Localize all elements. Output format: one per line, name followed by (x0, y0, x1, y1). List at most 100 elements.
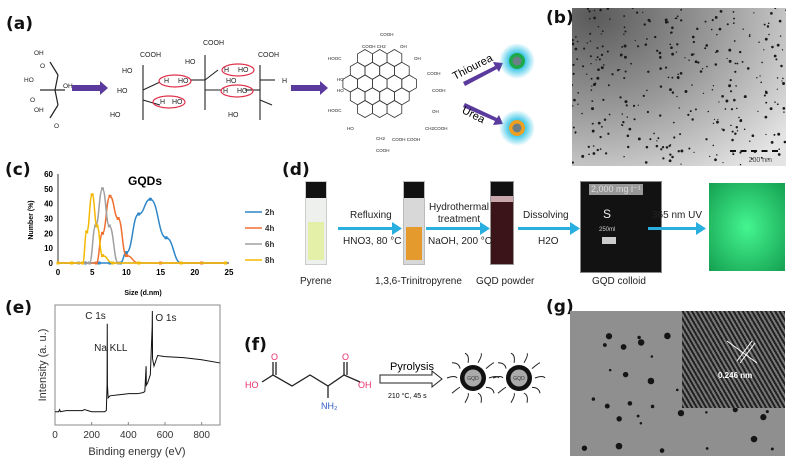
nanoparticle (664, 66, 668, 69)
svg-text:HO: HO (337, 88, 344, 93)
nanoparticle (587, 145, 590, 148)
nanoparticle (637, 104, 639, 106)
nanoparticle (649, 138, 652, 141)
nanoparticle (767, 22, 770, 25)
data-point (70, 261, 74, 265)
nanoparticle (581, 112, 583, 115)
y-tick-label: 30 (44, 215, 53, 224)
caption-pyrene: Pyrene (300, 276, 332, 287)
nanoparticle (783, 140, 786, 144)
nanoparticle (596, 56, 599, 59)
svg-text:OH: OH (63, 83, 73, 90)
nanoparticle (773, 54, 777, 58)
nanoparticle (591, 107, 594, 111)
nanoparticle (623, 44, 627, 48)
nanoparticle (691, 84, 693, 86)
svg-text:O: O (54, 123, 59, 130)
data-point (56, 261, 60, 265)
nanoparticle (646, 38, 648, 40)
ligand-chain (531, 362, 541, 369)
svg-text:O: O (342, 352, 349, 362)
svg-text:H: H (223, 88, 228, 95)
hexagon-ring (357, 100, 373, 118)
nanoparticle (659, 67, 662, 70)
nanoparticle (713, 118, 716, 120)
nanoparticle (724, 108, 727, 110)
nanoparticle (619, 68, 621, 71)
logo-icon: S (603, 207, 612, 221)
svg-text:H: H (224, 67, 229, 74)
nanoparticle (736, 107, 738, 110)
arrow-1-bottom: HNO3, 80 °C (343, 236, 402, 247)
arrow-3-bottom: H2O (538, 236, 559, 247)
nanoparticle (715, 49, 719, 53)
ligand-chain (477, 392, 482, 403)
nanoparticle (644, 161, 648, 164)
panel-b-label: (b) (546, 8, 574, 28)
concentration-label: 2,000 mg l⁻¹ (589, 184, 643, 195)
nanoparticle (604, 152, 608, 155)
nanoparticle (739, 163, 742, 166)
nanoparticle (751, 134, 755, 138)
nanoparticle (599, 8, 602, 12)
nanoparticle (624, 70, 627, 73)
nanoparticle (716, 33, 718, 36)
x-tick-label: 200 (83, 430, 100, 441)
nanoparticle (729, 78, 732, 82)
nanoparticle (592, 122, 594, 125)
nanoparticle (780, 64, 783, 68)
nanoparticle (615, 442, 623, 450)
panel-g-label: (g) (546, 297, 574, 317)
polymer-labels: COOH COOH COOH HO HO HO HO HO HO H HO H … (110, 40, 287, 119)
nanoparticle (760, 81, 763, 84)
nanoparticle (608, 368, 612, 372)
nanoparticle (718, 27, 722, 31)
nanoparticle (773, 133, 776, 136)
reaction-arrows (72, 62, 503, 125)
svg-text:H: H (282, 78, 287, 85)
panel-d-label: (d) (282, 160, 310, 180)
nanoparticle (768, 33, 770, 36)
nanoparticle (669, 88, 672, 92)
nanoparticle (637, 45, 640, 48)
nanoparticle (602, 98, 605, 101)
nanoparticle (697, 61, 700, 64)
nanoparticle (605, 333, 613, 340)
nanoparticle (690, 53, 694, 57)
nanoparticle (676, 15, 679, 18)
y-tick-label: 20 (44, 229, 53, 238)
nanoparticle (576, 58, 579, 61)
data-point (108, 194, 112, 198)
nanoparticle (733, 17, 735, 20)
nanoparticle (600, 33, 602, 35)
nanoparticle (572, 39, 574, 42)
nanoparticle (592, 152, 596, 155)
nanoparticle (770, 447, 774, 451)
lattice-inset: 0.246 nm (682, 311, 785, 408)
nanoparticle (616, 68, 620, 72)
nanoparticle (716, 120, 719, 124)
y-tick-label: 40 (44, 200, 53, 209)
x-axis-label: Size (d.nm) (124, 290, 161, 297)
nanoparticle (572, 72, 575, 75)
gqd-core (464, 369, 482, 387)
svg-text:H: H (160, 99, 165, 106)
nanoparticle (736, 130, 739, 132)
nanoparticle (590, 63, 592, 65)
nanoparticle (659, 114, 662, 117)
nanoparticle (572, 42, 575, 46)
ligand-chain (464, 352, 469, 363)
nanoparticle (621, 113, 624, 115)
svg-text:COOH: COOH (376, 148, 390, 153)
nanoparticle (588, 10, 591, 13)
nanoparticle (710, 28, 713, 31)
nanoparticle (624, 100, 628, 104)
nanoparticle (657, 137, 660, 140)
nanoparticle (728, 48, 732, 52)
nanoparticle (650, 404, 655, 409)
nanoparticle (732, 10, 735, 13)
nanoparticle (665, 146, 669, 149)
data-point (108, 261, 112, 265)
nanoparticle (573, 98, 576, 102)
